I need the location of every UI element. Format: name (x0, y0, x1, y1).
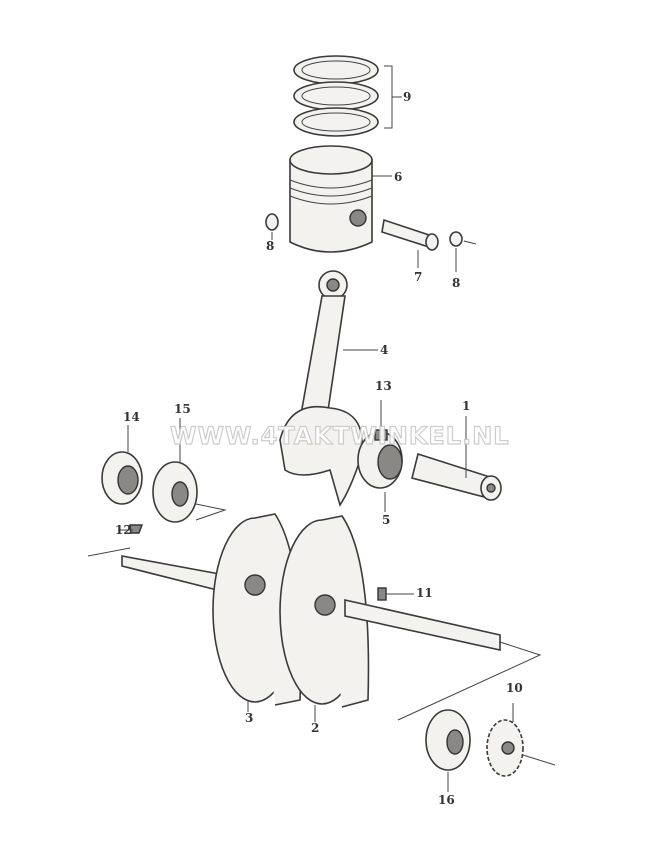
label-part-11: 11 (416, 586, 433, 600)
label-part-8: 8 (266, 239, 274, 253)
needle-bearing (357, 400, 403, 512)
label-part-4: 4 (380, 343, 388, 357)
label-part-15: 15 (174, 402, 191, 416)
label-part-13: 13 (375, 379, 392, 393)
label-part-1: 1 (462, 399, 470, 413)
crankshaft (121, 513, 542, 722)
bearing-and-gear (425, 703, 556, 792)
label-part-12: 12 (115, 523, 132, 537)
piston-rings (293, 55, 402, 137)
crank-pin (411, 416, 502, 501)
label-part-2: 2 (311, 721, 319, 735)
label-part-16: 16 (438, 793, 455, 807)
label-part-7: 7 (414, 270, 422, 284)
label-part-6: 6 (394, 170, 402, 184)
woodruff-key (87, 524, 144, 557)
label-part-10: 10 (506, 681, 523, 695)
label-part-3: 3 (245, 711, 253, 725)
circlips-and-pin (265, 213, 477, 272)
label-part-5: 5 (382, 513, 390, 527)
watermark: WWW.4TAKTWINKEL.NL (170, 422, 510, 450)
label-part-9: 9 (403, 90, 411, 104)
label-part-8: 8 (452, 276, 460, 290)
piston (289, 145, 392, 253)
label-part-14: 14 (123, 410, 140, 424)
bearings-left (101, 418, 227, 523)
